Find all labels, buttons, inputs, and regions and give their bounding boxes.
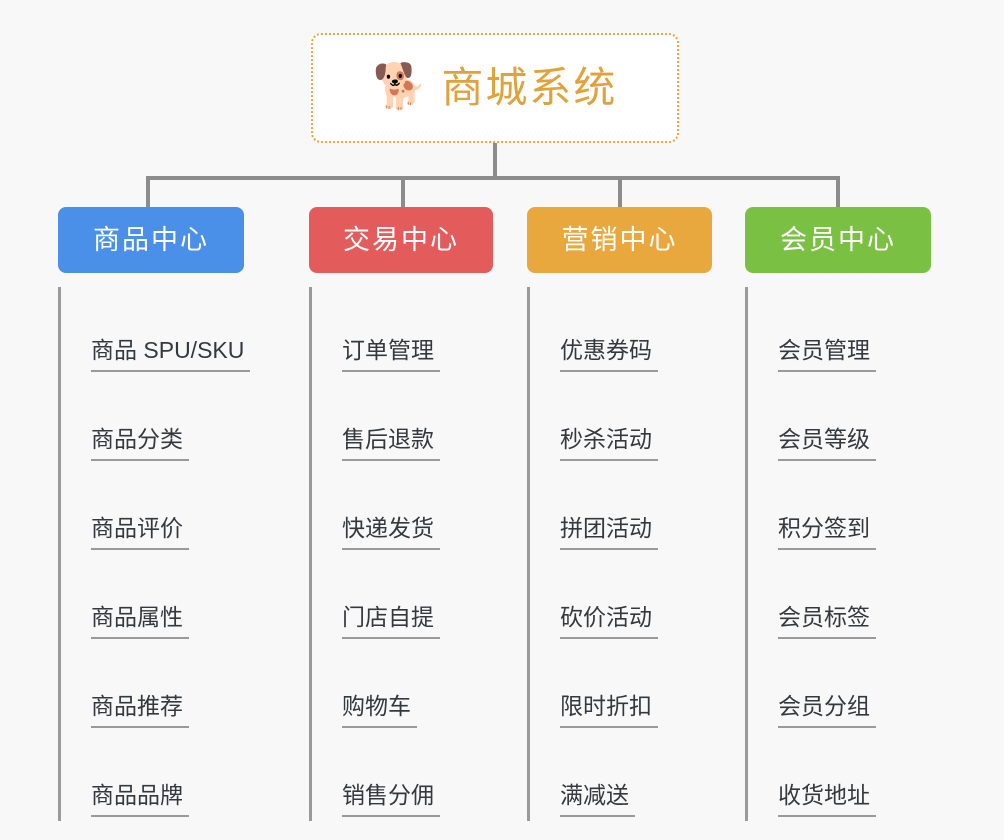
- list-item[interactable]: 拼团活动: [544, 465, 712, 554]
- branch-item-list: 会员管理 会员等级 积分签到 会员标签 会员分组 收货地址: [745, 287, 931, 821]
- list-item[interactable]: 商品属性: [75, 554, 244, 643]
- list-item[interactable]: 会员分组: [762, 643, 931, 732]
- list-item[interactable]: 商品 SPU/SKU: [75, 287, 251, 376]
- list-item-label: 会员管理: [778, 336, 876, 372]
- list-item-label: 商品分类: [91, 425, 189, 461]
- list-item-label: 商品 SPU/SKU: [91, 336, 251, 372]
- branch-header[interactable]: 商品中心: [58, 207, 244, 273]
- connector-drop-4: [836, 176, 840, 208]
- connector-horizontal-bus: [146, 176, 840, 180]
- list-item[interactable]: 订单管理: [326, 287, 493, 376]
- list-item-label: 优惠券码: [560, 336, 658, 372]
- list-item[interactable]: 会员等级: [762, 376, 931, 465]
- list-item-label: 砍价活动: [560, 603, 658, 639]
- branch-marketing-center: 营销中心 优惠券码 秒杀活动 拼团活动 砍价活动 限时折扣 满减送: [527, 207, 712, 821]
- list-item-label: 商品品牌: [91, 781, 189, 817]
- list-item-label: 快递发货: [342, 514, 440, 550]
- list-item[interactable]: 秒杀活动: [544, 376, 712, 465]
- list-item[interactable]: 售后退款: [326, 376, 493, 465]
- list-item-label: 秒杀活动: [560, 425, 658, 461]
- list-item[interactable]: 会员管理: [762, 287, 931, 376]
- list-item-label: 销售分佣: [342, 781, 440, 817]
- branch-header[interactable]: 交易中心: [309, 207, 493, 273]
- list-item-label: 收货地址: [778, 781, 876, 817]
- branch-member-center: 会员中心 会员管理 会员等级 积分签到 会员标签 会员分组 收货地址: [745, 207, 931, 821]
- list-item[interactable]: 商品评价: [75, 465, 244, 554]
- list-item-label: 会员标签: [778, 603, 876, 639]
- list-item-label: 会员等级: [778, 425, 876, 461]
- connector-root-stem: [493, 143, 497, 179]
- list-item[interactable]: 优惠券码: [544, 287, 712, 376]
- list-item[interactable]: 商品品牌: [75, 732, 244, 821]
- list-item[interactable]: 满减送: [544, 732, 712, 821]
- list-item-label: 商品推荐: [91, 692, 189, 728]
- branch-item-list: 优惠券码 秒杀活动 拼团活动 砍价活动 限时折扣 满减送: [527, 287, 712, 821]
- root-title: 商城系统: [441, 64, 618, 111]
- list-item[interactable]: 积分签到: [762, 465, 931, 554]
- list-item-label: 商品属性: [91, 603, 189, 639]
- list-item[interactable]: 快递发货: [326, 465, 493, 554]
- list-item[interactable]: 门店自提: [326, 554, 493, 643]
- list-item-label: 积分签到: [778, 514, 876, 550]
- list-item[interactable]: 销售分佣: [326, 732, 493, 821]
- list-item-label: 限时折扣: [560, 692, 658, 728]
- branch-product-center: 商品中心 商品 SPU/SKU 商品分类 商品评价 商品属性 商品推荐 商品品牌: [58, 207, 251, 821]
- list-item-label: 拼团活动: [560, 514, 658, 550]
- list-item-label: 会员分组: [778, 692, 876, 728]
- list-item-label: 售后退款: [342, 425, 440, 461]
- connector-drop-2: [401, 176, 405, 208]
- list-item-label: 订单管理: [342, 336, 440, 372]
- branch-header[interactable]: 会员中心: [745, 207, 931, 273]
- list-item[interactable]: 商品推荐: [75, 643, 244, 732]
- branch-item-list: 商品 SPU/SKU 商品分类 商品评价 商品属性 商品推荐 商品品牌: [58, 287, 251, 821]
- branch-trade-center: 交易中心 订单管理 售后退款 快递发货 门店自提 购物车 销售分佣: [309, 207, 493, 821]
- branch-header[interactable]: 营销中心: [527, 207, 712, 273]
- branch-item-list: 订单管理 售后退款 快递发货 门店自提 购物车 销售分佣: [309, 287, 493, 821]
- list-item[interactable]: 商品分类: [75, 376, 244, 465]
- list-item[interactable]: 购物车: [326, 643, 493, 732]
- list-item[interactable]: 会员标签: [762, 554, 931, 643]
- list-item-label: 满减送: [560, 781, 635, 817]
- connector-drop-3: [618, 176, 622, 208]
- list-item[interactable]: 限时折扣: [544, 643, 712, 732]
- list-item[interactable]: 收货地址: [762, 732, 931, 821]
- list-item[interactable]: 砍价活动: [544, 554, 712, 643]
- dog-face-icon: 🐕: [372, 62, 428, 111]
- list-item-label: 购物车: [342, 692, 417, 728]
- root-node[interactable]: 🐕 商城系统: [311, 33, 679, 143]
- connector-drop-1: [146, 176, 150, 208]
- list-item-label: 门店自提: [342, 603, 440, 639]
- list-item-label: 商品评价: [91, 514, 189, 550]
